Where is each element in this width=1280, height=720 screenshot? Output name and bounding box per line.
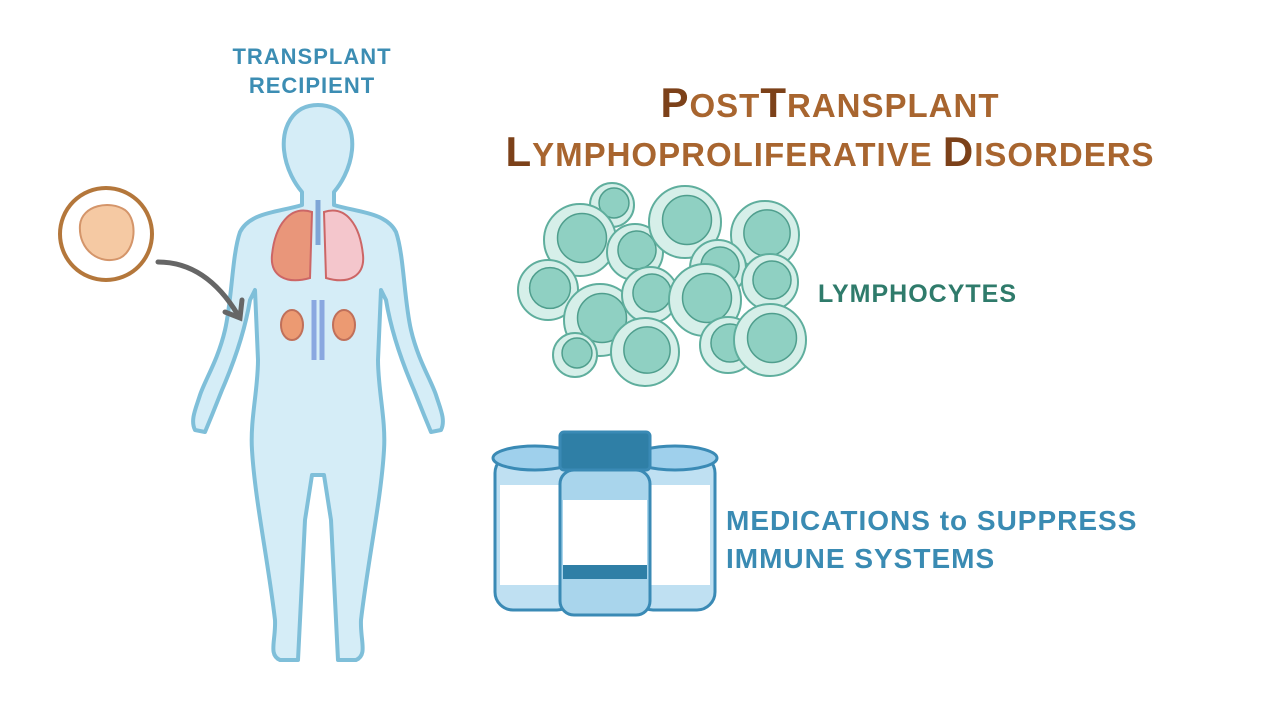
kidneys — [280, 300, 356, 360]
title-text: RANSPLANT — [787, 87, 1000, 124]
lymphocyte-cluster — [517, 182, 807, 387]
human-body-figure — [191, 103, 445, 662]
label-line: RECIPIENT — [248, 73, 376, 98]
lymphocyte-nucleus — [617, 230, 657, 270]
label-line: TRANSPLANT — [232, 44, 392, 69]
lymphocytes-label: LYMPHOCYTES — [818, 280, 1018, 308]
medication-bottles — [491, 430, 719, 617]
title-line-1: POSTTRANSPLANT — [470, 80, 1190, 129]
transplant-recipient-label: TRANSPLANT RECIPIENT — [222, 42, 402, 100]
lymphocyte-nucleus — [561, 337, 593, 369]
title-text: ISORDERS — [974, 136, 1155, 173]
bottle-cap — [558, 430, 652, 472]
title-text: YMPHOPROLIFERATIVE — [532, 136, 943, 173]
title-cap: P — [660, 79, 690, 126]
transplanted-organ-tissue — [58, 186, 154, 282]
title-cap: L — [505, 128, 533, 175]
lymphocyte-nucleus — [576, 292, 628, 344]
label-line: IMMUNE SYSTEMS — [726, 543, 996, 574]
title-text: OST — [689, 87, 761, 124]
lymphocyte-nucleus — [632, 273, 672, 313]
lymphocyte-nucleus — [681, 272, 733, 324]
lymphocyte-nucleus — [752, 260, 792, 300]
lymphocyte-nucleus — [598, 187, 630, 219]
title-line-2: LYMPHOPROLIFERATIVE DISORDERS — [470, 129, 1190, 178]
label-line: MEDICATIONS to SUPPRESS — [726, 505, 1138, 536]
arrow-icon — [155, 259, 245, 322]
title-cap: T — [760, 79, 787, 126]
page-title: POSTTRANSPLANT LYMPHOPROLIFERATIVE DISOR… — [470, 80, 1190, 178]
lymphocyte-nucleus — [528, 266, 572, 310]
lymphocyte-nucleus — [743, 209, 791, 257]
lymphocyte-nucleus — [746, 312, 798, 364]
title-cap: D — [942, 128, 975, 175]
lymphocyte-nucleus — [623, 326, 671, 374]
lymphocyte-nucleus — [556, 212, 608, 264]
lymphocyte-nucleus — [661, 194, 713, 246]
medications-label: MEDICATIONS to SUPPRESS IMMUNE SYSTEMS — [726, 502, 1226, 578]
lungs — [270, 209, 365, 282]
